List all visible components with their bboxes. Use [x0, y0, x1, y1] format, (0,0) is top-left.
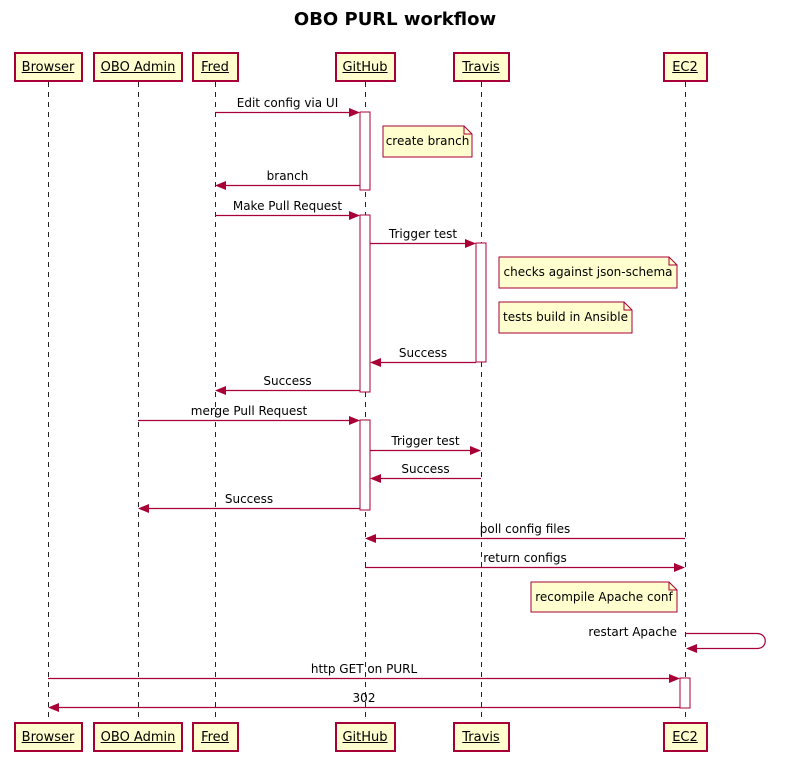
note-fold-icon [668, 257, 677, 266]
message-arrowhead [465, 239, 476, 248]
note-fold-icon [623, 302, 632, 311]
self-message-arrowhead [686, 644, 697, 653]
message-arrowhead [48, 703, 59, 712]
activation-bar [359, 111, 371, 191]
note-shape [382, 125, 473, 158]
message-arrowhead [349, 211, 360, 220]
diagram-title: OBO PURL workflow [293, 9, 497, 30]
self-message-line [685, 632, 766, 650]
message-arrowhead [215, 386, 226, 395]
message-arrowhead [370, 474, 381, 483]
message-arrowhead [365, 534, 376, 543]
message-arrowhead [674, 563, 685, 572]
message-arrowhead [215, 181, 226, 190]
message-arrowhead [349, 416, 360, 425]
message-arrowhead [470, 446, 481, 455]
message-arrowhead [370, 358, 381, 367]
note-fold-icon [668, 582, 677, 591]
activation-bar [475, 242, 487, 363]
activation-bar [359, 419, 371, 511]
message-arrowhead [669, 674, 680, 683]
note-shape [530, 581, 678, 613]
message-arrowhead [349, 108, 360, 117]
note-shape [498, 301, 633, 334]
note-fold-icon [463, 126, 472, 135]
message-arrowhead [138, 504, 149, 513]
activation-bar [679, 677, 691, 709]
note-shape [498, 256, 678, 289]
activation-bar [359, 214, 371, 393]
